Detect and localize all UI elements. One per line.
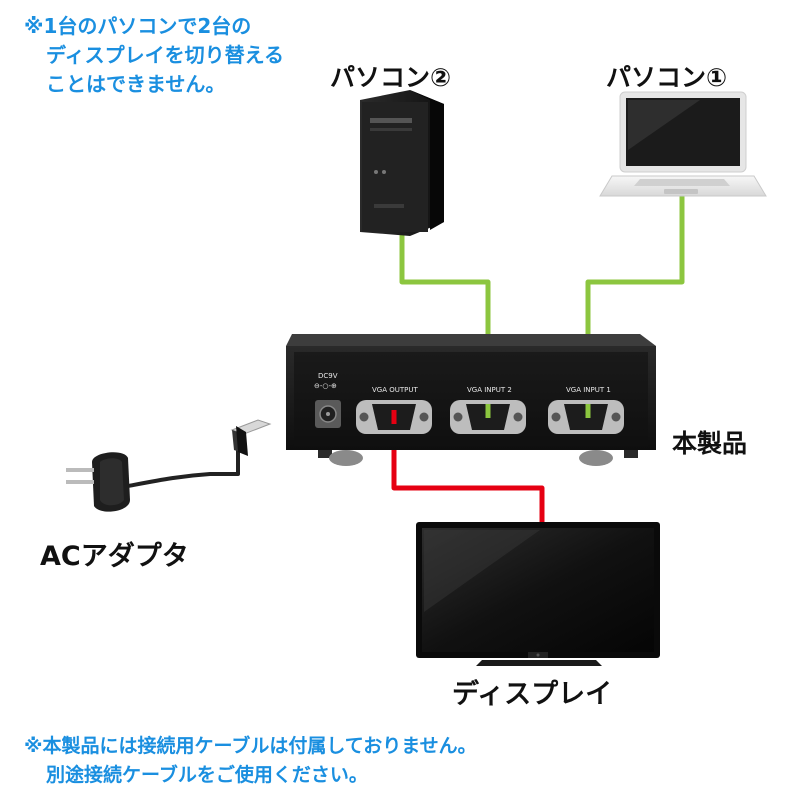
bottom-note-line-1: ※本製品には接続用ケーブルは付属しておりません。 [24,735,477,757]
vga-output-label: VGA OUTPUT [372,386,418,394]
top-note-line-2: ディスプレイを切り替える [46,43,284,67]
display-monitor [416,522,660,666]
pc2-tower [360,90,444,236]
power-label: DC9V [318,372,338,380]
pc1-laptop [599,91,767,197]
top-note: ※1台のパソコンで2台の ディスプレイを切り替える ことはできません。 [24,12,324,99]
adapter-cord [127,448,240,488]
bottom-note-line-2: 別途接続ケーブルをご使用ください。 [46,764,368,786]
ac-adapter-label: ACアダプタ [40,541,189,572]
product-switch-box: DC9V ⊖-○-⊕ VGA OUTPUT VGA INPUT 2 VGA IN… [286,334,656,466]
vga-input-1-label: VGA INPUT 1 [566,386,611,394]
display-label: ディスプレイ [452,679,613,710]
bottom-note: ※本製品には接続用ケーブルは付属しておりません。 別途接続ケーブルをご使用くださ… [24,732,477,790]
top-note-line-3: ことはできません。 [46,72,226,96]
top-note-line-1: ※1台のパソコンで2台の [24,14,252,38]
ac-adapter [66,419,272,512]
cable-connector-ends [391,404,591,424]
pc2-label: パソコン② [330,63,452,92]
product-label: 本製品 [672,429,748,458]
pc1-label: パソコン① [606,63,728,92]
vga-input-2-label: VGA INPUT 2 [467,386,512,394]
power-polarity-label: ⊖-○-⊕ [314,382,337,390]
